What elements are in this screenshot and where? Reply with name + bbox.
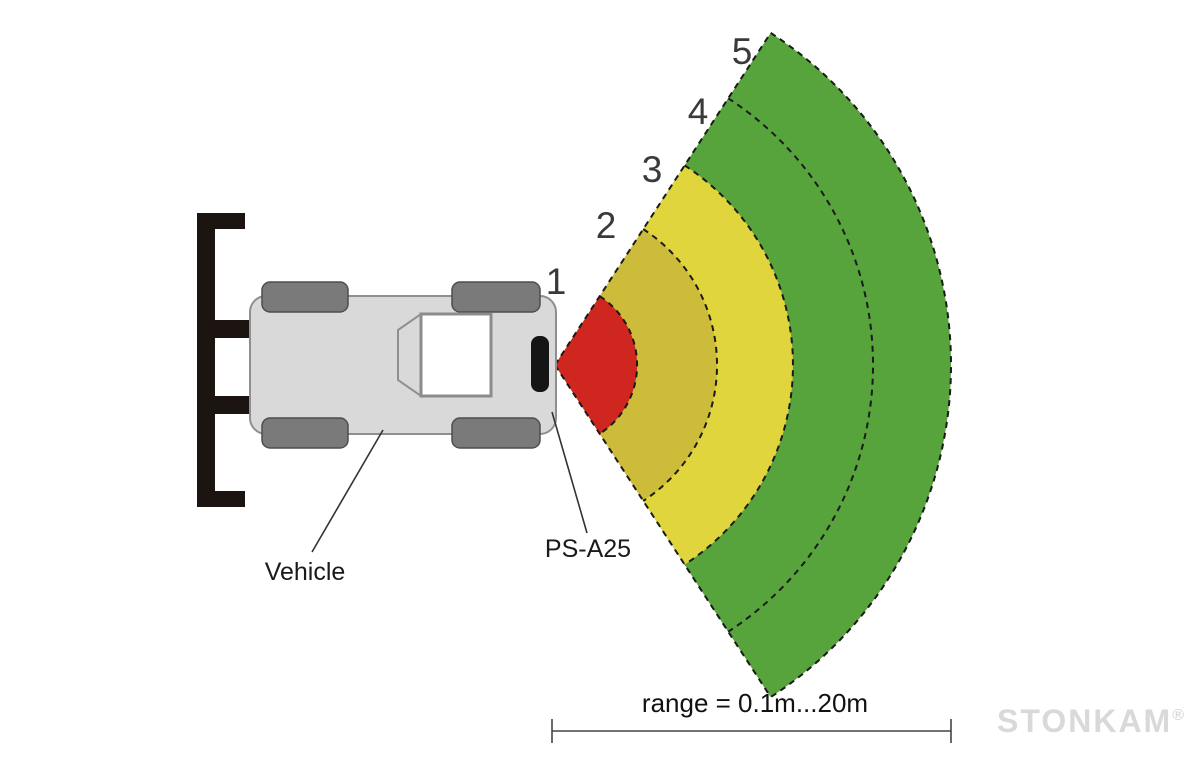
cab-roof xyxy=(419,312,493,398)
wheel-front-top xyxy=(451,281,541,313)
watermark-text: STONKAM xyxy=(997,703,1172,739)
annotations-group: Vehicle PS-A25 xyxy=(265,411,631,586)
vehicle-leader-line xyxy=(311,429,384,553)
wheel-front-bottom xyxy=(451,417,541,449)
vehicle-group xyxy=(197,213,557,507)
fork-backrest-bar xyxy=(197,213,215,507)
zone-4-number-label: 4 xyxy=(688,91,709,132)
zone-1-sector xyxy=(555,296,638,434)
wheel-rear-bottom xyxy=(261,417,349,449)
zone-outlines xyxy=(554,32,953,698)
zone-3-arc xyxy=(684,164,794,566)
fan-top-edge xyxy=(554,32,772,366)
zone-1-arc xyxy=(599,295,639,435)
sensor-ps-a25 xyxy=(531,336,549,392)
watermark-logo: STONKAM® xyxy=(997,703,1186,739)
range-dimension-group: range = 0.1m...20m xyxy=(551,688,952,743)
sensor-label: PS-A25 xyxy=(545,535,631,563)
zone-1-number-label: 1 xyxy=(546,261,567,302)
vehicle-label: Vehicle xyxy=(265,558,346,586)
zone-5-number-label: 5 xyxy=(732,31,753,72)
zone-2-arc xyxy=(642,228,718,502)
zone-3-number-label: 3 xyxy=(642,149,663,190)
range-label: range = 0.1m...20m xyxy=(642,688,868,718)
detection-zones xyxy=(555,32,952,698)
zone-2-number-label: 2 xyxy=(596,205,617,246)
wheel-rear-top xyxy=(261,281,349,313)
fan-bottom-edge xyxy=(554,364,772,698)
registered-mark-icon: ® xyxy=(1172,707,1186,724)
sensor-leader-line xyxy=(551,411,588,534)
